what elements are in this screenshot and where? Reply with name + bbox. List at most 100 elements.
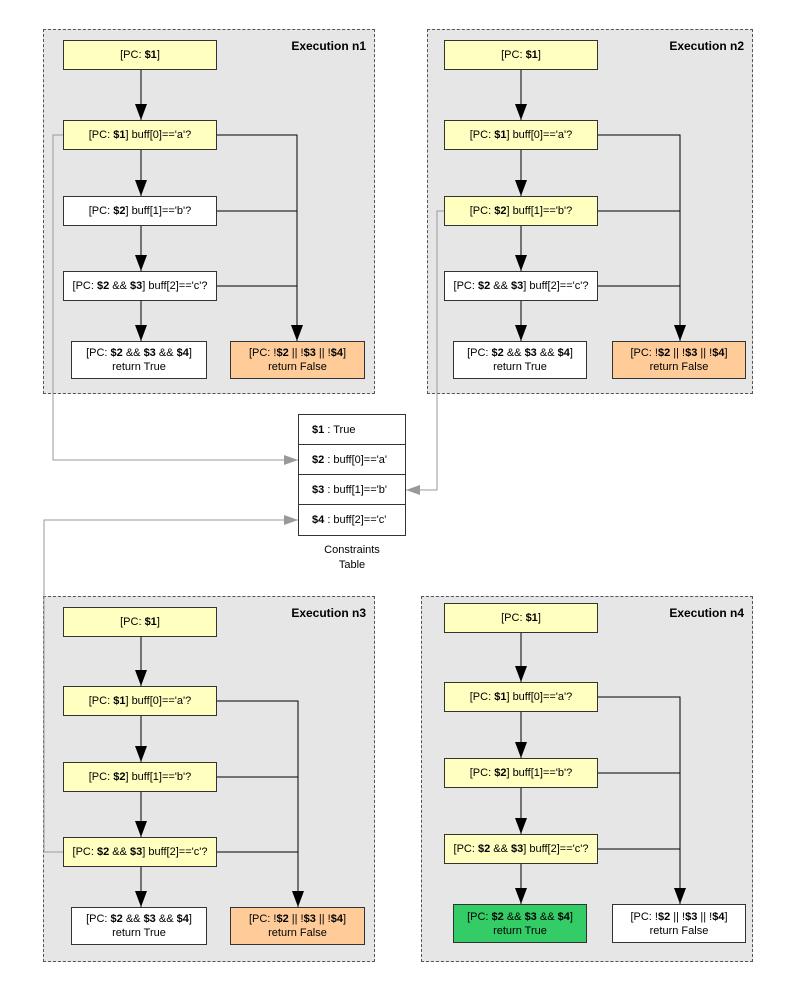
node-check-b: [PC: $2] buff[1]=='b'? xyxy=(444,758,598,788)
false-branch-line xyxy=(598,134,681,341)
node-label: [PC: !$2 || !$3 || !$4] xyxy=(248,347,347,359)
caption-line: Table xyxy=(338,559,366,571)
node-check-c: [PC: $2 && $3] buff[2]=='c'? xyxy=(444,271,598,301)
constraint-link xyxy=(406,210,444,491)
false-branch-line xyxy=(217,700,299,907)
arrowhead xyxy=(515,325,527,341)
node-return-false: [PC: !$2 || !$3 || !$4] return False xyxy=(612,341,746,379)
node-return-label: return True xyxy=(493,924,547,937)
node-label: [PC: $2 && $3] buff[2]=='c'? xyxy=(72,846,208,858)
arrowhead xyxy=(515,666,527,682)
node-label: [PC: $1] buff[0]=='a'? xyxy=(88,695,192,707)
node-label: [PC: $2 && $3 && $4] xyxy=(86,347,192,359)
node-label: [PC: $1] xyxy=(501,612,541,624)
arrowhead xyxy=(674,325,686,341)
node-return-label: return True xyxy=(112,361,166,373)
node-return-label: return False xyxy=(649,361,709,373)
constraints-caption: Constraints Table xyxy=(298,543,406,573)
node-label: [PC: $2] buff[1]=='b'? xyxy=(88,205,192,217)
constraint-row: $1 : True xyxy=(299,415,405,445)
node-return-label: return False xyxy=(268,361,327,373)
execution-title: Execution n3 xyxy=(291,606,366,620)
node-label: [PC: !$2 || !$3 || !$4] xyxy=(630,910,728,923)
constraint-link xyxy=(52,134,298,461)
constraint-row: $4 : buff[2]=='c' xyxy=(299,505,405,535)
node-start: [PC: $1] xyxy=(444,603,598,633)
arrowhead xyxy=(135,180,147,196)
node-label: [PC: $1] buff[0]=='a'? xyxy=(469,129,573,141)
node-return-true: [PC: $2 && $3 && $4]return True xyxy=(453,904,587,943)
node-return-label: return False xyxy=(649,924,709,937)
arrowhead xyxy=(284,455,298,465)
arrowhead xyxy=(406,485,420,495)
arrowhead xyxy=(135,104,147,120)
arrowhead xyxy=(135,746,147,762)
execution-title: Execution n4 xyxy=(669,606,744,620)
arrowhead xyxy=(135,255,147,271)
node-return-label: return True xyxy=(493,361,547,373)
arrowhead xyxy=(291,325,303,341)
node-return-false: [PC: !$2 || !$3 || !$4]return False xyxy=(230,907,365,945)
node-check-a: [PC: $1] buff[0]=='a'? xyxy=(63,686,217,716)
node-label: [PC: $2 && $3 && $4] xyxy=(467,910,573,923)
node-label: [PC: $2] buff[1]=='b'? xyxy=(469,767,573,779)
node-return-false: [PC: !$2 || !$3 || !$4] return False xyxy=(230,341,365,379)
node-label: [PC: $2 && $3 && $4] xyxy=(467,347,573,359)
node-return-label: return True xyxy=(112,927,166,939)
execution-title: Execution n2 xyxy=(669,39,744,53)
node-label: [PC: $2 && $3] buff[2]=='c'? xyxy=(72,280,208,292)
node-check-b: [PC: $2] buff[1]=='b'? xyxy=(63,762,217,792)
constraint-symbol: $3 xyxy=(312,483,325,496)
constraint-symbol: $2 xyxy=(312,453,325,466)
node-return-false: [PC: !$2 || !$3 || !$4]return False xyxy=(612,904,746,943)
node-label: [PC: !$2 || !$3 || !$4] xyxy=(630,347,728,359)
arrowhead xyxy=(674,888,686,904)
arrowhead xyxy=(284,515,298,525)
constraint-symbol: $1 xyxy=(312,423,325,436)
arrowhead xyxy=(515,742,527,758)
node-label: [PC: $2] buff[1]=='b'? xyxy=(469,205,573,217)
constraint-row: $2 : buff[0]=='a' xyxy=(299,445,405,475)
arrowhead xyxy=(515,888,527,904)
node-return-true: [PC: $2 && $3 && $4] return True xyxy=(453,341,587,379)
node-check-b: [PC: $2] buff[1]=='b'? xyxy=(444,196,598,226)
arrowhead xyxy=(515,255,527,271)
arrowhead xyxy=(135,891,147,907)
arrowhead xyxy=(135,325,147,341)
execution-title: Execution n1 xyxy=(291,39,366,53)
arrowhead xyxy=(292,891,304,907)
node-return-label: return False xyxy=(268,927,327,939)
constraint-text: : buff[1]=='b' xyxy=(327,483,387,496)
constraint-row: $3 : buff[1]=='b' xyxy=(299,475,405,505)
node-check-c: [PC: $2 && $3] buff[2]=='c'? xyxy=(444,834,598,864)
constraints-table: $1 : True $2 : buff[0]=='a' $3 : buff[1]… xyxy=(298,414,406,536)
arrowhead xyxy=(135,821,147,837)
node-check-a: [PC: $1] buff[0]=='a'? xyxy=(63,120,217,150)
constraint-text: : True xyxy=(327,423,356,436)
arrowhead xyxy=(135,670,147,686)
node-label: [PC: $1] xyxy=(501,49,541,61)
node-check-b: [PC: $2] buff[1]=='b'? xyxy=(63,196,217,226)
caption-line: Constraints xyxy=(324,544,380,556)
node-label: [PC: $1] buff[0]=='a'? xyxy=(469,691,573,703)
node-label: [PC: $2 && $3] buff[2]=='c'? xyxy=(453,843,589,855)
node-check-c: [PC: $2 && $3] buff[2]=='c'? xyxy=(63,837,217,867)
constraint-text: : buff[0]=='a' xyxy=(327,453,387,466)
node-start: [PC: $1] xyxy=(63,40,217,70)
constraint-symbol: $4 xyxy=(312,514,325,526)
false-branch-line xyxy=(217,134,298,341)
node-start: [PC: $1] xyxy=(63,607,217,637)
node-label: [PC: $2 && $3 && $4] xyxy=(86,913,192,925)
arrowhead xyxy=(515,180,527,196)
node-label: [PC: $1] buff[0]=='a'? xyxy=(88,129,192,141)
node-label: [PC: $1] xyxy=(120,616,160,628)
false-branch-line xyxy=(598,696,681,904)
node-check-c: [PC: $2 && $3] buff[2]=='c'? xyxy=(63,271,217,301)
constraint-link xyxy=(43,519,298,853)
node-check-a: [PC: $1] buff[0]=='a'? xyxy=(444,120,598,150)
node-check-a: [PC: $1] buff[0]=='a'? xyxy=(444,682,598,712)
node-return-true: [PC: $2 && $3 && $4] return True xyxy=(71,907,207,945)
node-label: [PC: $2 && $3] buff[2]=='c'? xyxy=(453,280,589,292)
node-label: [PC: $2] buff[1]=='b'? xyxy=(88,771,192,783)
